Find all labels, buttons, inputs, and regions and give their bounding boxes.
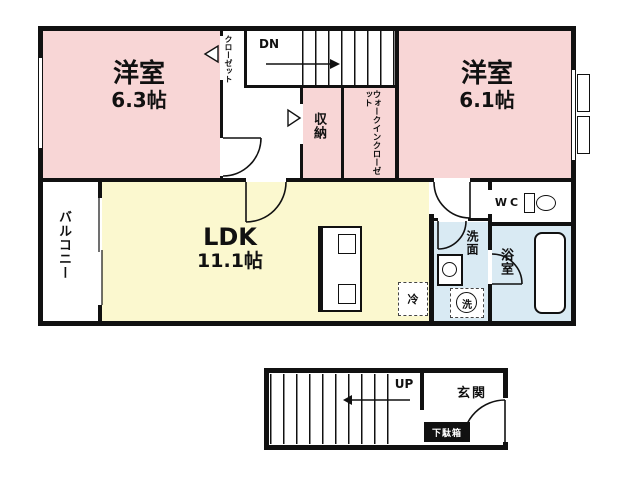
wall-segment [300,144,303,178]
wall-segment [503,368,508,398]
ldk-size: 11.1帖 [197,249,263,272]
wall-segment [468,218,488,221]
label-entrance: 玄関 [456,386,487,401]
wall-segment [38,321,576,326]
window-bedroom-2 [571,70,576,160]
washbasin-bowl-icon [442,262,457,277]
wall-segment [264,368,508,373]
room-storage [303,88,341,178]
wall-segment [38,26,576,31]
label-bedroom-1: 洋室 6.3帖 [66,59,212,113]
wall-segment [244,26,247,88]
label-walk-in-closet: ウォークインクローゼット [362,90,382,175]
wall-segment [429,214,434,321]
wall-segment [470,178,571,182]
wall-segment [244,85,398,88]
stairs-up-treads [270,374,396,444]
bedroom-2-name: 洋室 [460,59,513,89]
label-closet: クローゼット [224,35,233,83]
refrigerator-box: 冷 [398,282,428,316]
wall-segment [286,178,434,182]
refrigerator-label: 冷 [407,293,419,306]
wall-segment [38,178,246,182]
washer-drum-icon [456,292,477,313]
shoe-cabinet-label: 下駄箱 [431,428,462,439]
door-arc-bedroom-1 [222,137,262,177]
wall-segment [503,442,508,450]
label-washroom: 洗面 [465,230,479,256]
room-bedroom-2 [399,31,571,178]
ldk-name: LDK [203,223,257,251]
wall-segment [488,284,492,321]
label-balcony: バルコニー [56,210,71,280]
wall-segment [38,26,43,326]
wall-segment [420,368,424,410]
window-bedroom-1 [38,58,43,148]
stove-icon [338,234,356,254]
label-ldk: LDK 11.1帖 [150,224,310,272]
wall-segment [98,305,102,321]
wall-segment [488,222,571,226]
door-arc-bedroom-2 [433,181,471,219]
wall-segment [300,88,303,104]
wall-segment [98,182,102,198]
wall-segment [488,182,492,190]
room-walk-in-closet [344,88,395,178]
door-swing-mark-storage [287,108,302,128]
wall-segment [220,80,223,138]
wall-segment [341,88,344,178]
shutter-box [577,74,590,112]
shoe-cabinet: 下駄箱 [424,422,470,442]
wall-segment [264,445,508,450]
wall-segment [220,176,223,180]
room-bedroom-1 [43,31,220,178]
wall-segment [395,26,399,178]
label-bathroom: 浴室 [498,248,513,276]
label-stairs-up: UP [394,377,414,391]
bathtub-icon [534,232,566,314]
wall-segment [488,214,492,250]
label-stairs-down: DN [258,37,279,51]
washbasin-icon [437,254,463,286]
bedroom-2-size: 6.1帖 [459,88,515,113]
washer-box: 洗 [450,288,484,318]
label-storage: 収納 [311,112,326,140]
washer-label: 洗 [462,299,472,311]
toilet-tank-icon [524,193,535,213]
bedroom-1-name: 洋室 [112,59,165,89]
shutter-box [577,116,590,154]
bedroom-1-size: 6.3帖 [111,88,167,113]
label-wc: WC [494,196,522,209]
wall-segment [220,26,223,36]
wall-segment [571,26,576,326]
stairs-down-treads [302,31,395,88]
wall-segment [264,368,269,450]
wall-segment [434,218,438,221]
label-bedroom-2: 洋室 6.1帖 [412,59,562,113]
kitchen-sink-icon [338,284,356,304]
toilet-bowl-icon [536,195,556,211]
